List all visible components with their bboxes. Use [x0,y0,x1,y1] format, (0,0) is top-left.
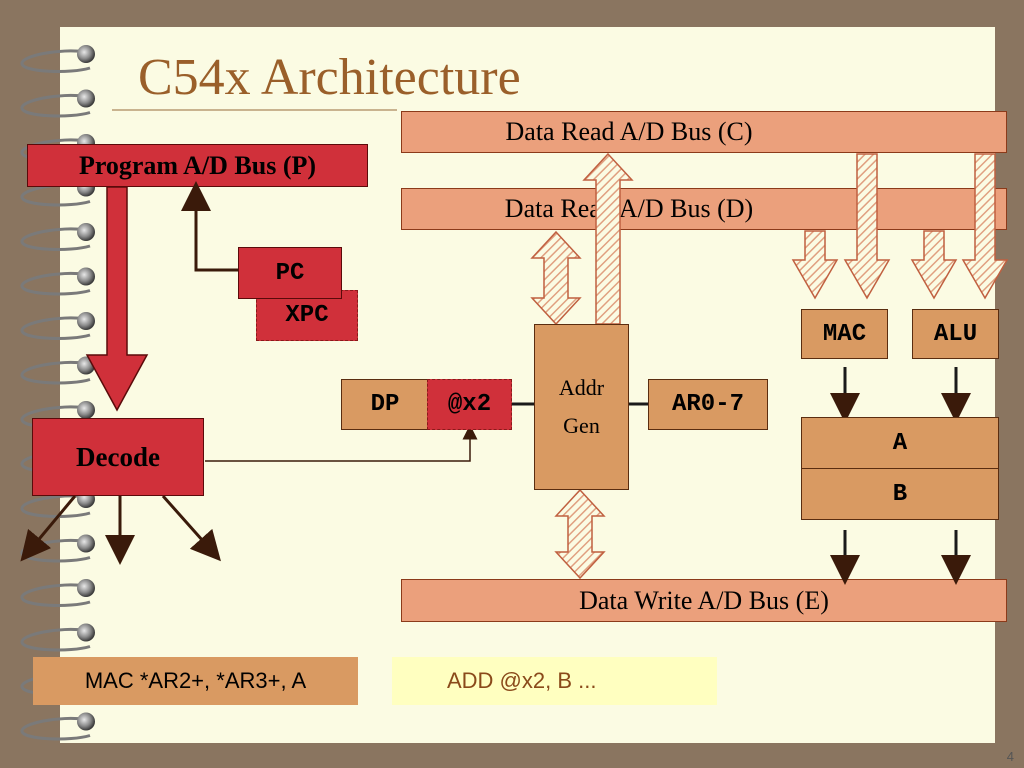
spiral-ring [77,623,95,642]
program-to-decode-arrow [85,186,149,412]
spiral-wire [20,494,91,518]
spiral-wire [20,316,91,340]
mac-instruction: MAC *AR2+, *AR3+, A [33,657,358,705]
spiral-wire [20,227,91,251]
bus-e-label: Data Write A/D Bus (E) [579,585,829,615]
decode-unit: Decode [32,418,204,496]
spiral-ring [77,45,95,63]
mac-label: MAC [822,320,867,348]
acc-a-label: A [892,429,908,457]
x2-label: @x2 [447,391,492,418]
decode-output-arrow-left [20,495,77,562]
spiral-wire [20,627,91,652]
bus-d-label: Data Read A/D Bus (D) [504,194,754,223]
ar-label: AR0-7 [671,391,744,418]
accumulator-a: A [801,417,999,469]
dp-register: DP [341,379,429,430]
alu-unit: ALU [912,309,999,359]
pc-label: PC [275,259,305,287]
spiral-ring [77,579,95,597]
bus-c-label: Data Read A/D Bus (C) [505,117,753,146]
address-generator: Addr Gen [534,324,629,490]
decode-to-x2-line [205,424,478,462]
spiral-wire [20,49,91,73]
spiral-ring [77,223,95,241]
xpc-label: XPC [285,302,329,329]
bus-c-to-mac-arrow-2 [843,153,891,300]
spiral-wire [20,271,91,296]
page-title: C54x Architecture [138,49,521,106]
spiral-wire [20,93,91,118]
bus-c-to-alu-arrow-2 [961,153,1009,300]
spiral-wire [20,360,91,385]
data-read-bus-c: Data Read A/D Bus (C) [401,111,1007,153]
dp-label: DP [370,391,400,418]
x2-operand: @x2 [427,379,512,430]
bus-d-addrgen-bidir-arrow [530,230,582,326]
data-write-bus-e: Data Write A/D Bus (E) [401,579,1007,622]
addr-gen-line1: Addr [558,375,605,400]
addr-gen-line2: Gen [563,413,600,438]
bus-d-to-alu-arrow-1 [910,230,958,300]
decode-label: Decode [76,441,160,472]
spiral-ring [77,267,95,286]
addrgen-to-bus-c-arrow [582,152,634,325]
add-instruction-text: ADD @x2, B ... [447,668,597,693]
spiral-wire [20,583,91,607]
accumulator-b: B [801,468,999,520]
title-underline [112,109,397,111]
spiral-wire [20,716,91,741]
spiral-ring [77,89,95,108]
program-bus-p: Program A/D Bus (P) [27,144,368,187]
pc-to-program-bus-line [181,181,240,272]
spiral-ring [77,712,95,731]
spiral-ring [77,401,95,419]
acc-b-label: B [892,480,908,508]
data-read-bus-d: Data Read A/D Bus (D) [401,188,1007,230]
decode-output-arrow-right [161,495,221,562]
bus-p-label: Program A/D Bus (P) [78,150,317,180]
page-number: 4 [1006,749,1014,764]
alu-label: ALU [933,320,978,348]
spiral-ring [77,312,95,330]
spiral-ring [77,534,95,553]
addrgen-bus-e-bidir-arrow [554,488,606,580]
add-instruction: ADD @x2, B ... [392,657,717,705]
bus-d-to-mac-arrow-1 [791,230,839,300]
pc-register: PC [238,247,342,299]
mac-instruction-text: MAC *AR2+, *AR3+, A [84,668,307,693]
ar0-7-registers: AR0-7 [648,379,768,430]
mac-unit: MAC [801,309,888,359]
